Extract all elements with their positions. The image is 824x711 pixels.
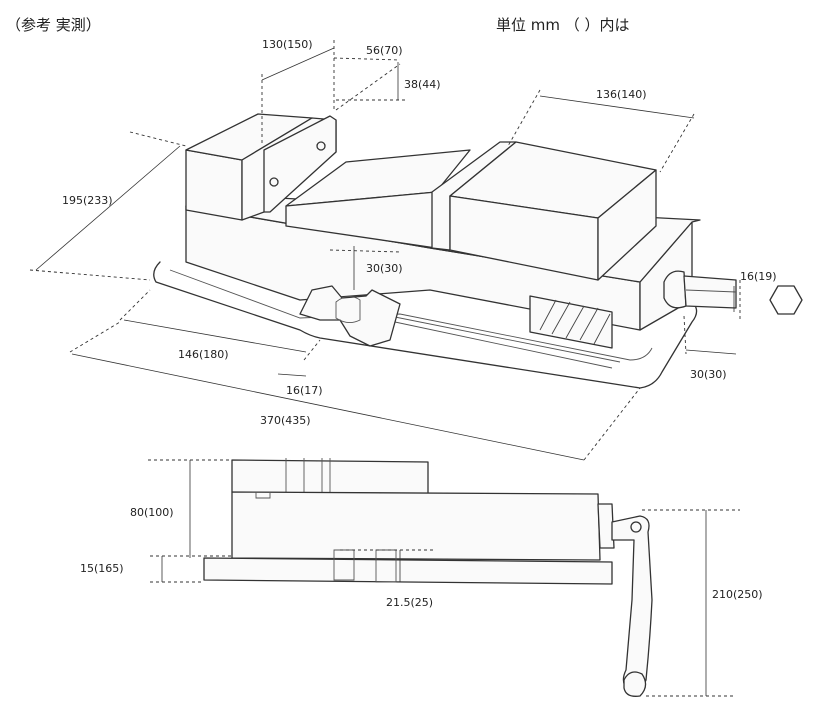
fixed-jaw-front — [185, 149, 243, 221]
front-key-slot — [335, 296, 361, 323]
dim-base-slot: 146(180) — [178, 348, 229, 361]
dim-base-thickness: 15(165) — [80, 562, 124, 575]
dim-shaft-length: 30(30) — [690, 368, 727, 381]
side-window — [529, 295, 613, 349]
unit-label: 単位 mm （ ）内は — [496, 16, 630, 34]
dim-height: 80(100) — [130, 506, 174, 519]
screw-shaft-collar — [663, 270, 687, 309]
dim-jaw-depth: 56(70) — [366, 44, 403, 57]
dim-key-width: 16(17) — [286, 384, 323, 397]
vise-side-view — [203, 458, 653, 697]
movable-jaw-side — [597, 169, 657, 281]
dim-overall-length: 370(435) — [260, 414, 311, 427]
jaw-screw-2 — [269, 177, 279, 187]
dim-key-height: 21.5(25) — [386, 596, 433, 609]
dim-jaw-width: 136(140) — [596, 88, 647, 101]
window-hatch — [539, 299, 611, 345]
dim-top-width: 130(150) — [262, 38, 313, 51]
jaw-screw-1 — [316, 141, 326, 151]
side-jaw-lines — [285, 458, 331, 494]
side-handle — [611, 515, 653, 693]
note-label: （参考 実測） — [6, 16, 101, 34]
side-shaft — [597, 503, 615, 549]
vise-isometric — [153, 113, 803, 389]
dimension-labels: 130(150) 56(70) 38(44) 136(140) 195(233)… — [62, 38, 777, 609]
dim-body-width: 195(233) — [62, 194, 113, 207]
dim-slot-height: 30(30) — [366, 262, 403, 275]
side-body — [231, 491, 601, 561]
base-slot — [389, 315, 621, 369]
dim-shaft-hex: 16(19) — [740, 270, 777, 283]
hexagon-icon — [769, 285, 803, 315]
side-body-notch — [255, 492, 271, 499]
dim-jaw-height: 38(44) — [404, 78, 441, 91]
screw-shaft-hex — [683, 275, 737, 309]
side-base-plate — [203, 557, 613, 585]
handle-pivot — [630, 521, 642, 533]
vise-base-inner — [169, 269, 653, 361]
handle-knob — [623, 671, 647, 697]
side-dimension-lines — [148, 459, 740, 697]
jaw-plate-face — [263, 115, 337, 213]
dim-handle-height: 210(250) — [712, 588, 763, 601]
iso-dimension-lines — [29, 40, 741, 461]
